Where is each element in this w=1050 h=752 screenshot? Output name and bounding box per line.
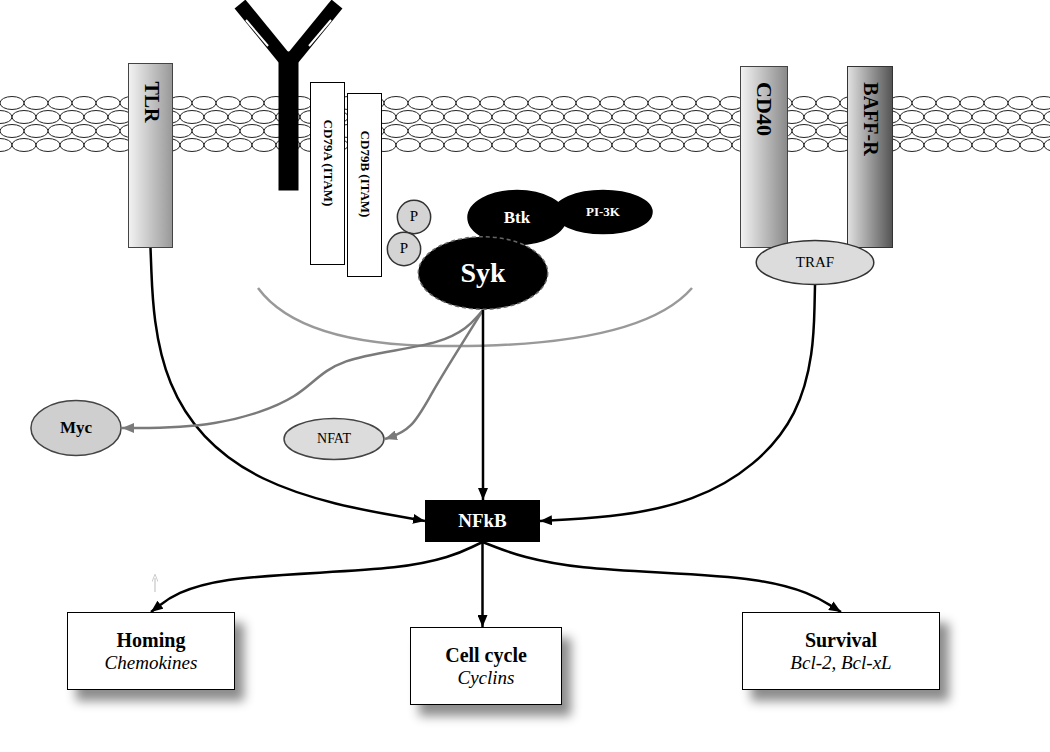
itam-chain: CD79B (ITAM) (347, 93, 382, 277)
signal-arrow (151, 542, 483, 612)
node-label: Btk (504, 208, 530, 228)
factor-ellipse: Myc (30, 400, 122, 456)
minor-arrow (155, 578, 156, 592)
outcome-box: HomingChemokines (67, 612, 235, 690)
factor-ellipse: NFAT (283, 418, 385, 460)
node-label: CD40 (751, 82, 776, 136)
signal-arrow (482, 310, 485, 500)
receptor-bar: TLR (128, 63, 173, 248)
hub-box: NFkB (425, 500, 540, 542)
node-label: BAFF-R (859, 82, 882, 155)
receptor-bar: BAFF-R (847, 66, 893, 248)
node-label: TRAF (796, 254, 834, 271)
node-label: NFkB (458, 510, 507, 532)
node-label: Homing (117, 629, 186, 652)
receptor-bar: CD40 (740, 66, 788, 248)
node-label: TLR (139, 81, 162, 122)
node-label: Syk (460, 257, 505, 289)
signal-arrow (122, 310, 483, 428)
node-label: Myc (60, 418, 92, 438)
signal-arrow (540, 285, 815, 521)
itam-chain: CD79A (ITAM) (310, 82, 345, 265)
node-label: Survival (805, 629, 877, 652)
phospho-circle: P (387, 232, 421, 266)
node-label: P (410, 208, 418, 225)
outcome-box: Cell cycleCyclins (410, 627, 562, 705)
node-label: NFAT (317, 431, 351, 447)
adaptor-ellipse: TRAF (755, 240, 875, 285)
node-label: P (400, 240, 408, 257)
kinase-ellipse: Syk (417, 236, 549, 310)
kinase-ellipse: PI-3K (553, 190, 653, 234)
node-detail: Cyclins (458, 667, 515, 689)
node-label: CD79A (ITAM) (320, 120, 335, 207)
node-label: CD79B (ITAM) (357, 131, 372, 218)
phospho-circle: P (397, 200, 431, 234)
signal-arrow (483, 542, 842, 612)
signal-arrow (385, 310, 483, 439)
signal-arrow (151, 248, 426, 521)
outcome-box: SurvivalBcl-2, Bcl-xL (742, 612, 940, 690)
node-detail: Bcl-2, Bcl-xL (790, 652, 891, 674)
signal-arrow (481, 542, 484, 627)
node-label: Cell cycle (445, 644, 527, 667)
node-label: PI-3K (586, 205, 620, 220)
node-detail: Chemokines (105, 652, 198, 674)
